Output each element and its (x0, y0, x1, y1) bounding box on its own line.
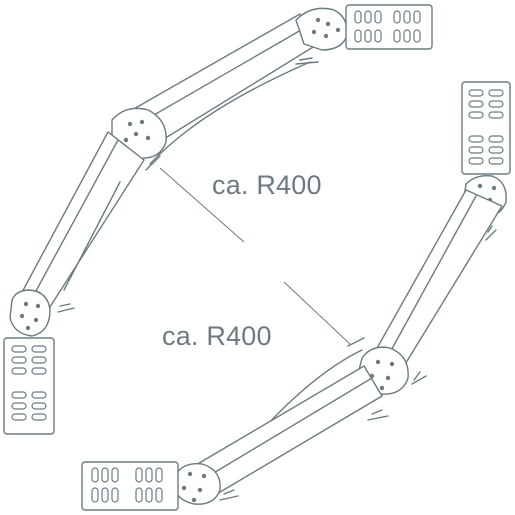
lower-hinge-holes-middle (369, 359, 395, 391)
upper-straight-end-piece (345, 4, 433, 50)
lower-left-straight-end-piece (3, 337, 55, 435)
lower-hinge-holes-bottom (181, 471, 207, 503)
upper-right-straight-end-piece (461, 81, 511, 175)
lower-hinge-plate-bottom (173, 463, 221, 505)
upper-hinge-plate-bottom (9, 289, 51, 337)
upper-inner-arc (149, 61, 311, 165)
upper-hinge-holes-bottom (19, 301, 41, 331)
radius-leader-lower (283, 281, 351, 345)
upper-bend-assembly (3, 4, 433, 435)
upper-hinge-holes-right (311, 17, 341, 39)
radius-label-lower: ca. R400 (162, 321, 272, 351)
radius-label-upper: ca. R400 (212, 170, 322, 200)
bottom-straight-end-piece (81, 461, 179, 511)
upper-bend-arm-bottom (19, 131, 145, 311)
upper-hinge-holes-middle (123, 119, 151, 143)
lower-bend-assembly (81, 81, 511, 511)
radius-leader-upper (159, 167, 245, 243)
lower-bend-arm-top (375, 189, 503, 367)
